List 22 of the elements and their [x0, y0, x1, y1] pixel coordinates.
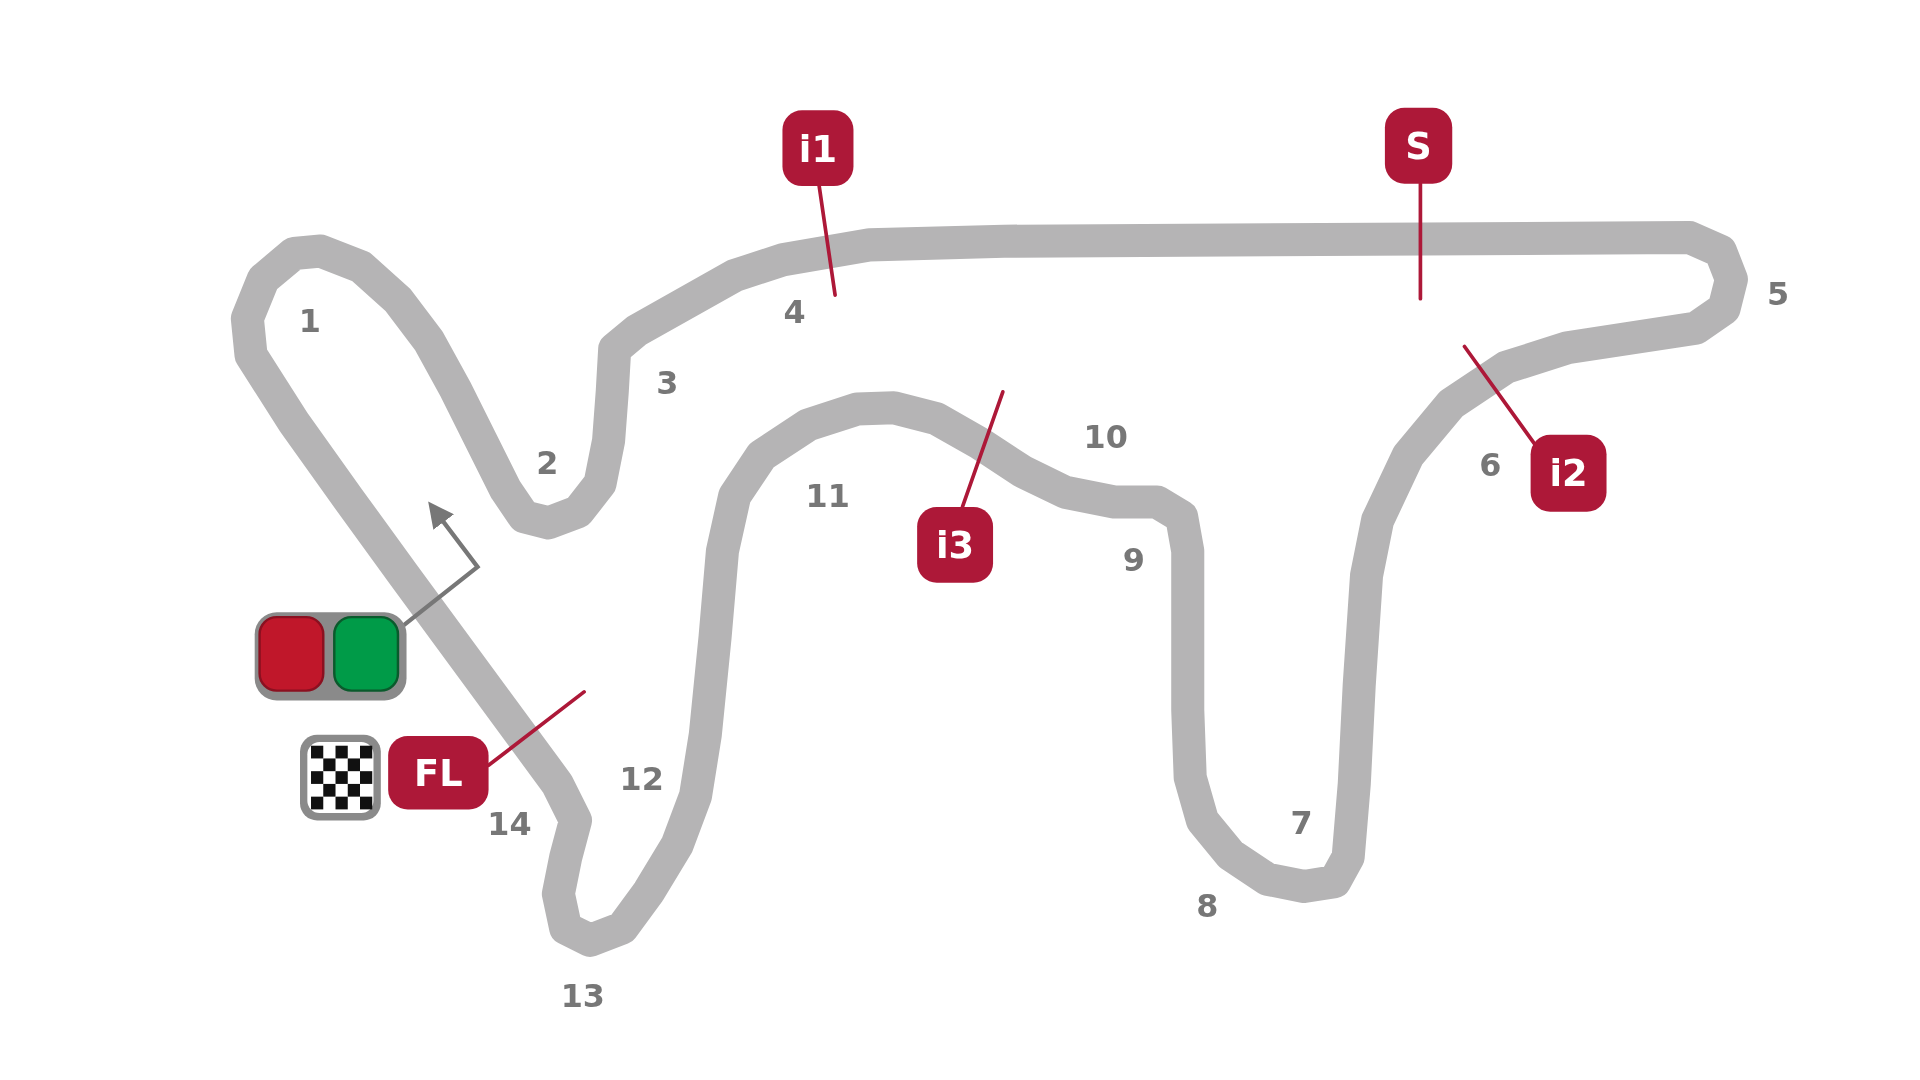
corner-number: 11 — [805, 480, 850, 512]
sector-marker: FL — [388, 735, 489, 810]
corner-number: 4 — [783, 296, 806, 329]
corner-number: 8 — [1196, 890, 1219, 923]
corner-number: 6 — [1479, 449, 1502, 482]
sector-marker: S — [1384, 107, 1453, 184]
corner-number: 7 — [1290, 806, 1313, 839]
corner-number: 5 — [1766, 277, 1790, 310]
leader-line — [960, 390, 1005, 509]
corner-number: 1 — [298, 304, 321, 337]
corner-number: 2 — [536, 446, 559, 479]
corner-number: 10 — [1083, 421, 1128, 454]
corner-number: 9 — [1122, 543, 1145, 576]
leader-line — [1418, 181, 1423, 301]
leader-line — [817, 184, 837, 297]
corner-number: 14 — [487, 808, 532, 840]
sector-marker: i2 — [1530, 434, 1607, 512]
corner-number: 12 — [619, 762, 664, 795]
corner-number: 3 — [656, 367, 679, 400]
sector-marker: i3 — [917, 506, 994, 583]
corner-number: 13 — [560, 979, 605, 1012]
sector-marker: i1 — [782, 110, 854, 187]
